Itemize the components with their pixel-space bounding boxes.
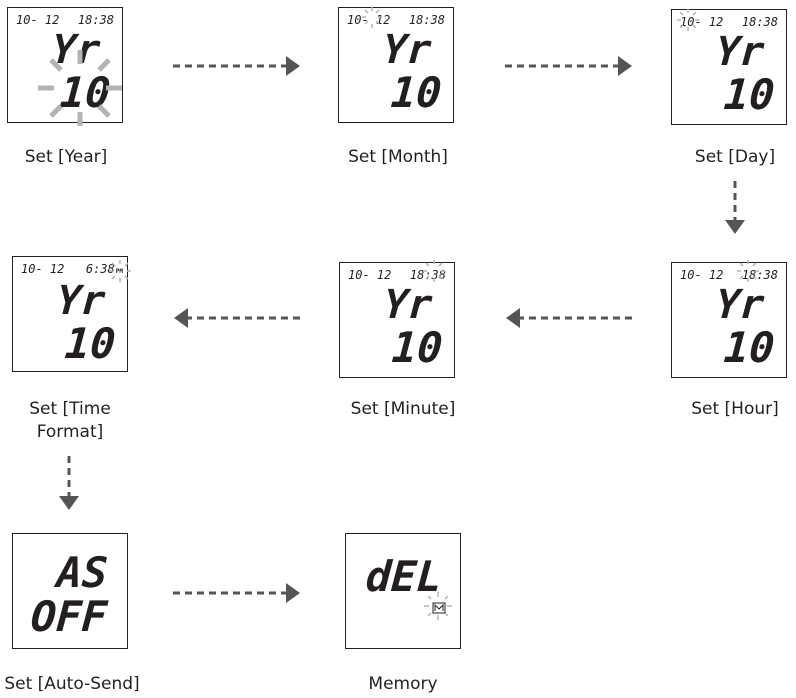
- caption-set-time-format: Set [Time Format]: [0, 398, 155, 444]
- time-readout: 18:38: [77, 13, 114, 27]
- time-readout: 18:38: [741, 268, 778, 282]
- lcd-screen-month: 10- 12 18:38 Yr 10: [338, 7, 454, 123]
- time-value: 6:38: [85, 262, 115, 276]
- date-readout: 10- 12: [348, 268, 392, 282]
- caption-set-month: Set [Month]: [348, 147, 448, 167]
- lcd-screen-minute: 10- 12 18:38 Yr 10: [339, 262, 455, 378]
- time-readout: 18:38: [409, 268, 446, 282]
- lcd-screen-hour: 10- 12 18:38 Yr 10: [671, 262, 787, 378]
- caption-set-day: Set [Day]: [694, 147, 776, 167]
- date-readout: 10- 12: [680, 268, 724, 282]
- arrow-month-to-day-head: [618, 56, 632, 76]
- arrow-hour-to-minute-head: [506, 308, 520, 328]
- date-readout: 10- 12: [16, 13, 60, 27]
- caption-memory: Memory: [368, 674, 438, 694]
- caption-set-year: Set [Year]: [24, 147, 108, 167]
- date-readout: 10- 12: [680, 15, 724, 29]
- arrow-year-to-month-head: [286, 56, 300, 76]
- pm-indicator: PM: [115, 268, 123, 275]
- caption-set-hour: Set [Hour]: [691, 399, 779, 419]
- memory-icon: [432, 602, 446, 614]
- time-readout: 18:38: [741, 15, 778, 29]
- time-readout: 6:38PM: [86, 263, 123, 275]
- lcd-screen-memory: dEL: [345, 533, 461, 649]
- lcd-screen-time-format: 10- 12 6:38PM Yr 10: [12, 256, 128, 372]
- time-readout: 18:38: [408, 13, 445, 27]
- arrow-day-to-hour-head: [725, 220, 745, 234]
- caption-set-auto-send: Set [Auto-Send]: [4, 674, 140, 694]
- caption-line: Format]: [36, 422, 104, 442]
- caption-line: Set [Time: [29, 399, 111, 419]
- caption-set-minute: Set [Minute]: [350, 399, 456, 419]
- lcd-screen-day: 10- 12 18:38 Yr 10: [671, 9, 787, 125]
- arrow-autosend-to-memory-head: [286, 583, 300, 603]
- date-readout: 10- 12: [21, 262, 65, 276]
- arrow-minute-to-timeformat-head: [174, 308, 188, 328]
- lcd-screen-auto-send: AS OFF: [12, 533, 128, 649]
- arrow-timeformat-to-autosend-head: [59, 496, 79, 510]
